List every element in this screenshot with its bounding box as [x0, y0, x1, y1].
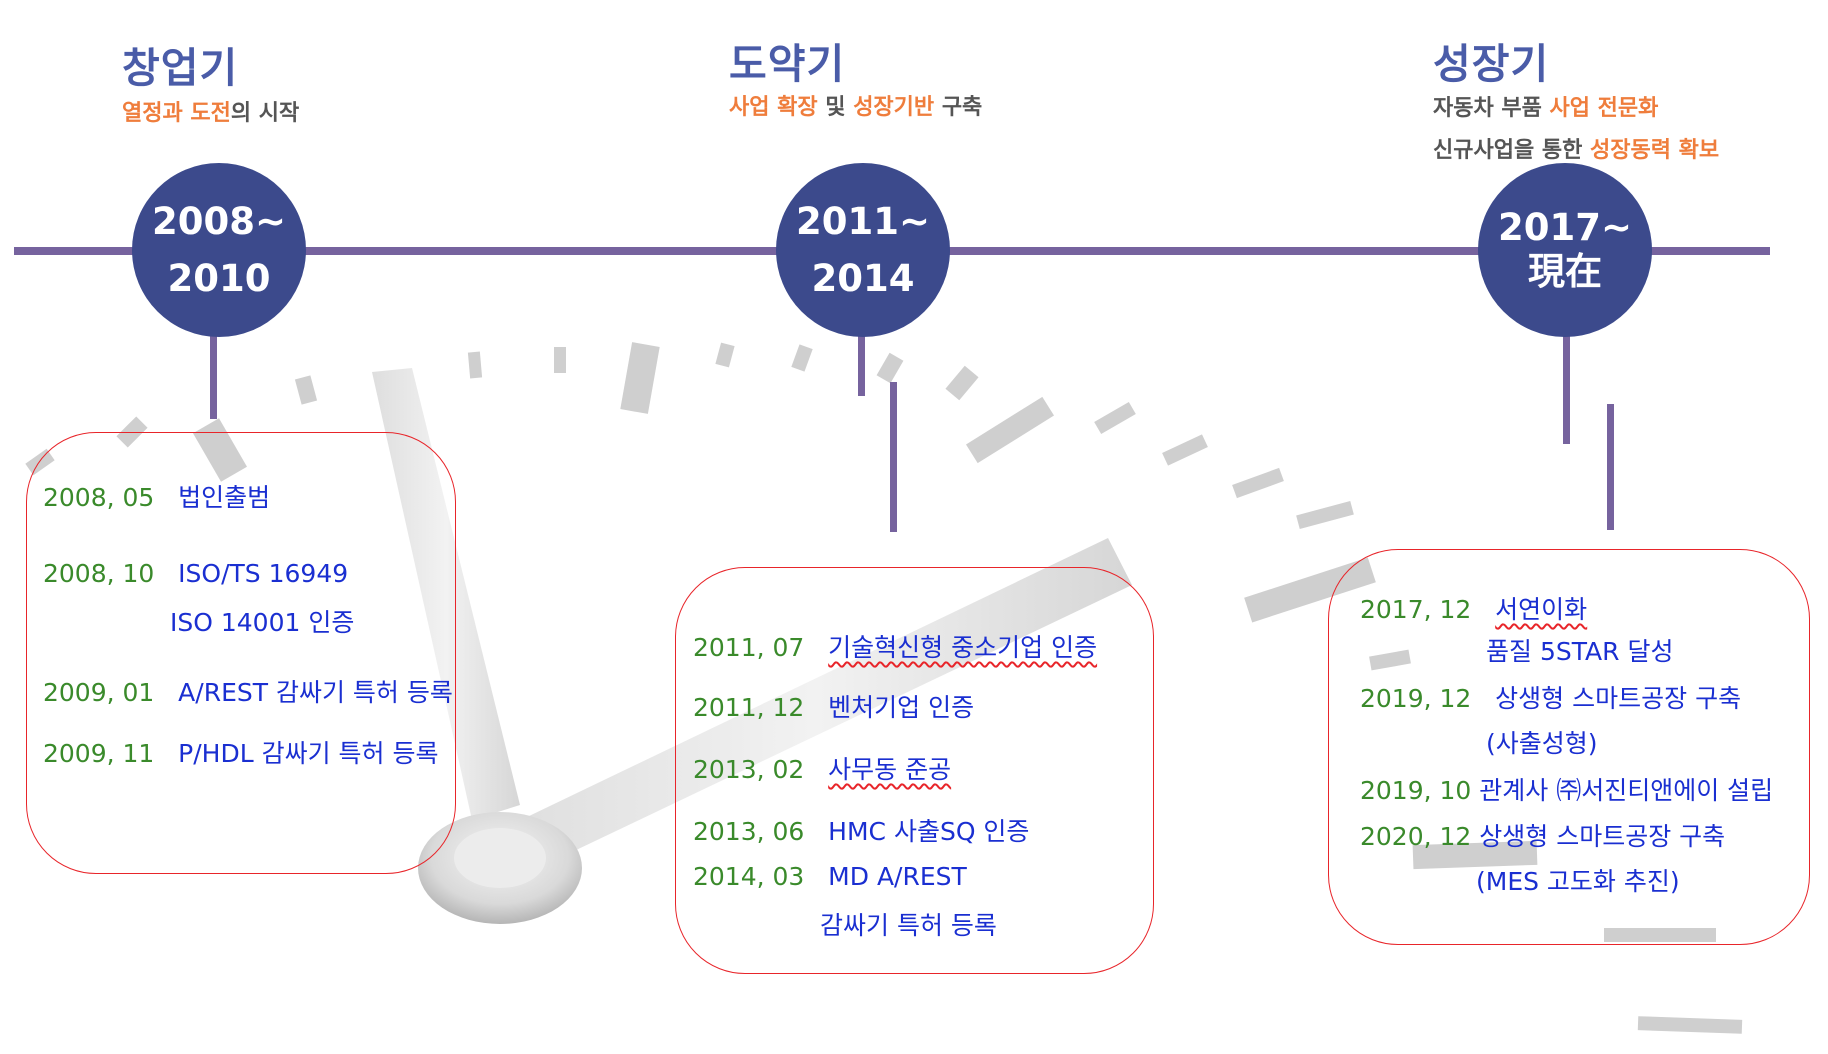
event-date: 2019, 12 [1360, 684, 1472, 713]
subtitle-line: 열정과 도전의 시작 [122, 95, 299, 127]
event-text: 기술혁신형 중소기업 인증 [828, 633, 1098, 662]
event-date: 2009, 11 [43, 739, 155, 768]
clock-tick-mark [715, 342, 735, 368]
event-2020-12: 2020, 12 상생형 스마트공장 구축 [1360, 817, 1725, 853]
period-start: 2017~ [1498, 205, 1632, 249]
event-text: A/REST 감싸기 특허 등록 [178, 678, 453, 707]
period-end: 現在 [1528, 250, 1602, 293]
event-date: 2013, 06 [693, 817, 805, 846]
event-text: 상생형 스마트공장 구축 [1479, 822, 1726, 851]
event-text: 법인출범 [178, 483, 271, 512]
event-2019-12: 2019, 12 상생형 스마트공장 구축 [1360, 679, 1741, 715]
subtitle-text: 구축 [934, 95, 983, 120]
connector-line-3b [1607, 404, 1614, 530]
event-2014-03: 2014, 03 MD A/REST [693, 862, 967, 891]
event-continuation: 품질 5STAR 달성 [1486, 637, 1674, 666]
event-text: 관계사 ㈜서진티앤에이 설립 [1479, 776, 1774, 805]
event-2017-12: 2017, 12 서연이화 [1360, 590, 1587, 626]
period-circle-1: 2008~ 2010 [132, 163, 306, 337]
connector-line-3a [1563, 336, 1570, 444]
subtitle-text: 및 [817, 95, 854, 120]
connector-line-1 [210, 336, 217, 419]
period-end: 2014 [811, 257, 915, 300]
stage-1-subtitle: 열정과 도전의 시작 [122, 95, 299, 127]
event-continuation: (사출성형) [1486, 729, 1598, 758]
event-date: 2011, 07 [693, 633, 805, 662]
event-text: P/HDL 감싸기 특허 등록 [178, 739, 439, 768]
period-start: 2008~ [152, 199, 286, 243]
clock-tick-mark [467, 351, 483, 379]
clock-tick-mark [193, 418, 247, 482]
clock-tick-mark [1094, 401, 1136, 435]
event-date: 2013, 02 [693, 755, 805, 784]
event-2011-12: 2011, 12 벤처기업 인증 [693, 688, 974, 724]
clock-tick-mark [1162, 434, 1208, 466]
event-continuation: ISO 14001 인증 [170, 608, 355, 637]
event-date: 2017, 12 [1360, 595, 1472, 624]
events-box-2 [675, 567, 1154, 974]
event-date: 2008, 05 [43, 483, 155, 512]
event-2008-10: 2008, 10 ISO/TS 16949 [43, 559, 348, 588]
events-box-3 [1328, 549, 1810, 945]
event-2009-01: 2009, 01 A/REST 감싸기 특허 등록 [43, 673, 453, 709]
period-start: 2011~ [796, 199, 930, 243]
clock-tick-mark [945, 365, 979, 401]
event-text: 사무동 준공 [828, 755, 952, 784]
clock-tick-mark [554, 347, 566, 373]
connector-line-2a [858, 336, 865, 396]
clock-tick-mark [1412, 840, 1538, 870]
subtitle-text: 신규사업을 통한 [1433, 138, 1590, 163]
clock-tick-mark [1296, 500, 1354, 530]
clock-tick-mark [966, 396, 1054, 464]
event-text: HMC 사출SQ 인증 [828, 817, 1030, 846]
subtitle-highlight: 사업 전문화 [1549, 96, 1659, 121]
stage-1-title: 창업기 [122, 44, 239, 92]
clock-tick-mark [1232, 467, 1284, 499]
clock-tick-mark [876, 352, 904, 384]
event-2019-10: 2019, 10 관계사 ㈜서진티앤에이 설립 [1360, 771, 1773, 807]
clock-tick-mark [1604, 928, 1716, 942]
event-date: 2009, 01 [43, 678, 155, 707]
stage-2-subtitle: 사업 확장 및 성장기반 구축 [729, 89, 982, 121]
event-text: 서연이화 [1495, 595, 1588, 624]
event-date: 2011, 12 [693, 693, 805, 722]
subtitle-highlight: 사업 확장 [729, 95, 818, 120]
event-2013-02: 2013, 02 사무동 준공 [693, 750, 951, 786]
event-date: 2008, 10 [43, 559, 155, 588]
event-2009-11: 2009, 11 P/HDL 감싸기 특허 등록 [43, 734, 439, 770]
subtitle-line: 신규사업을 통한 성장동력 확보 [1433, 130, 1719, 172]
event-text: 상생형 스마트공장 구축 [1495, 684, 1742, 713]
event-text: MD A/REST [828, 862, 967, 891]
event-2011-07: 2011, 07 기술혁신형 중소기업 인증 [693, 628, 1097, 664]
subtitle-line: 사업 확장 및 성장기반 구축 [729, 89, 982, 121]
period-circle-3: 2017~ 現在 [1478, 163, 1652, 337]
event-text: ISO/TS 16949 [178, 559, 349, 588]
subtitle-text: 자동차 부품 [1433, 96, 1550, 121]
period-circle-2: 2011~ 2014 [776, 163, 950, 337]
clock-tick-mark [620, 342, 660, 414]
subtitle-line: 자동차 부품 사업 전문화 [1433, 88, 1719, 130]
event-date: 2019, 10 [1360, 776, 1472, 805]
connector-line-2b [890, 382, 897, 532]
subtitle-highlight: 열정과 도전 [122, 101, 231, 126]
clock-tick-mark [1369, 649, 1411, 671]
event-continuation: 감싸기 특허 등록 [820, 911, 997, 940]
subtitle-highlight: 성장기반 [853, 95, 935, 120]
stage-2-title: 도약기 [729, 40, 846, 88]
event-2008-05: 2008, 05 법인출범 [43, 478, 270, 514]
subtitle-text: 의 시작 [230, 101, 300, 126]
period-end: 2010 [167, 257, 271, 300]
events-box-1 [26, 432, 456, 874]
clock-tick-mark [1637, 1016, 1743, 1034]
clock-tick-mark [294, 375, 318, 405]
event-2013-06: 2013, 06 HMC 사출SQ 인증 [693, 812, 1029, 848]
event-continuation: (MES 고도화 추진) [1476, 867, 1680, 896]
event-date: 2020, 12 [1360, 822, 1472, 851]
event-text: 벤처기업 인증 [828, 693, 975, 722]
stage-3-title: 성장기 [1433, 40, 1550, 88]
subtitle-highlight: 성장동력 확보 [1590, 138, 1720, 163]
event-date: 2014, 03 [693, 862, 805, 891]
clock-tick-mark [791, 344, 813, 372]
